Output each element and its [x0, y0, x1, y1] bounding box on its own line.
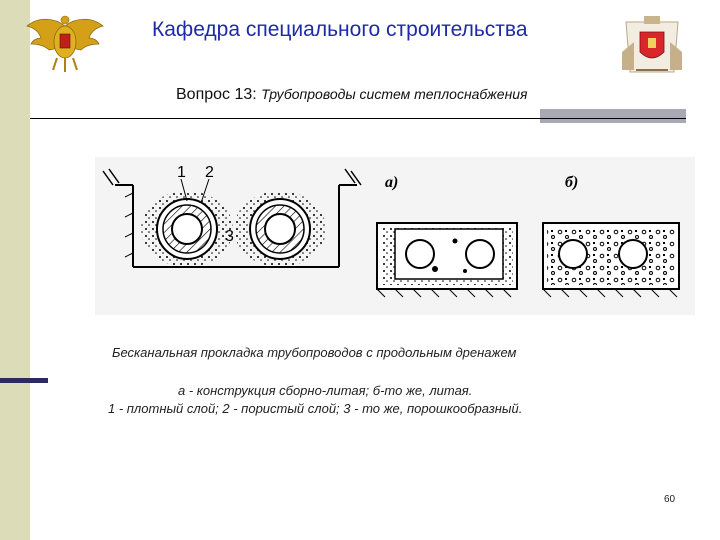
header-rule-accent: [540, 109, 686, 123]
question-topic: Трубопроводы систем теплоснабжения: [261, 86, 528, 102]
label-layer-1: 1: [177, 164, 186, 181]
figure-caption: Бесканальная прокладка трубопроводов с п…: [112, 345, 517, 360]
pipeline-diagram: 1 2 3 а) б): [95, 157, 695, 315]
crest-emblem-icon: [622, 16, 682, 73]
label-layer-3: 3: [225, 228, 234, 245]
left-decor-accent: [0, 378, 48, 383]
page-title: Кафедра специального строительства: [152, 18, 528, 41]
label-variant-b: б): [565, 174, 578, 191]
header-rule: [30, 118, 686, 119]
caption-layers: 1 - плотный слой; 2 - пористый слой; 3 -…: [108, 401, 523, 416]
trench-left: 1 2 3: [102, 164, 362, 268]
label-layer-2: 2: [205, 164, 214, 181]
page-number: 60: [664, 494, 676, 505]
question-number: Вопрос 13:: [176, 86, 257, 103]
question-heading: Вопрос 13: Трубопроводы систем теплоснаб…: [176, 86, 646, 104]
left-decor-bar: [0, 0, 30, 540]
variant-b-section: б): [542, 174, 680, 298]
variant-a-section: а): [376, 174, 518, 298]
caption-variants: а - конструкция сборно-литая; б-то же, л…: [178, 383, 473, 398]
label-variant-a: а): [385, 174, 398, 191]
eagle-emblem-icon: [26, 15, 104, 72]
